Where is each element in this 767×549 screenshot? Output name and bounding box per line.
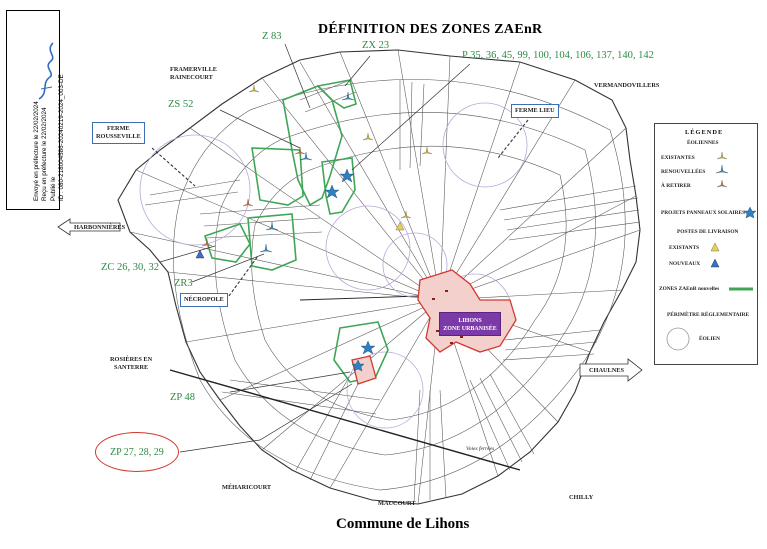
poste-new-icon: [195, 249, 205, 259]
turbine-removed-icon: [201, 238, 213, 247]
place-framerville: FRAMERVILLE RAINECOURT: [170, 66, 218, 81]
poste-existing-icon: [710, 242, 720, 252]
zone-p: [321, 157, 356, 215]
turbine-renewed-icon: [715, 164, 729, 174]
commune-boundary: [117, 49, 641, 505]
solar-project-icon: [360, 340, 376, 355]
legend-postes: POSTES DE LIVRAISON: [677, 229, 739, 235]
turbine-renewed-icon: [259, 243, 273, 253]
box-necropole: NÉCROPOLE: [180, 293, 228, 307]
solar-project-icon: [351, 359, 365, 372]
stamp-line-4: ID : 080-218004586-20240219-2024_003-DE: [58, 74, 66, 201]
zone-zc: [204, 223, 251, 263]
turbine-existing-icon: [716, 151, 728, 160]
map-title: DÉFINITION DES ZONES ZAEnR: [318, 22, 543, 37]
zone-label-z83: Z 83: [262, 31, 282, 42]
chaulnes-arrow: [579, 358, 643, 382]
prefecture-stamp: Envoyé en préfecture le 22/02/2024 Reçu …: [6, 10, 65, 210]
zone-z83: [282, 85, 343, 207]
place-maucourt: MAUCOURT: [378, 500, 416, 507]
turbine-removed-icon: [242, 198, 254, 207]
zone-label-zp48: ZP 48: [170, 392, 195, 403]
box-ferme-lieu: FERME LIEU: [511, 104, 559, 118]
place-vermandovillers: VERMANDOVILLERS: [594, 82, 660, 89]
zone-label-zr3: ZR3: [174, 278, 193, 289]
turbine-removed-icon: [716, 179, 728, 188]
map-footer: Commune de Lihons: [336, 516, 470, 532]
lihons-urban-label: LIHONS ZONE URBANISÉE: [439, 312, 501, 336]
turbine-existing-icon: [362, 132, 374, 141]
zone-label-zp-circled: ZP 27, 28, 29: [110, 447, 164, 458]
railway-label: Voies ferrées: [466, 446, 495, 452]
poste-existing-icon: [395, 221, 405, 231]
zone-zr3: [247, 213, 297, 271]
regulatory-perimeters: [139, 102, 528, 429]
legend-zones-zaenr: ZONES ZAEnR nouvelles: [659, 286, 720, 292]
zone-label-zc: ZC 26, 30, 32: [101, 262, 160, 273]
zp-highlight-circle: [95, 432, 179, 472]
label-chaulnes: CHAULNES: [589, 367, 624, 374]
map-symbols: [195, 84, 433, 372]
place-rosieres: ROSIÈRES EN SANTERRE: [110, 356, 153, 371]
zone-label-zx23: ZX 23: [362, 40, 390, 51]
box-ferme-rousseville: FERME ROUSSEVILLE: [92, 122, 145, 144]
turbine-existing-icon: [421, 146, 433, 155]
zone-zs52: [251, 147, 304, 206]
lihons-urban-text: LIHONS ZONE URBANISÉE: [443, 318, 497, 332]
map-legend: LÉGENDE ÉOLIENNES EXISTANTES RENOUVELLÉE…: [654, 123, 758, 365]
legend-eoliennes: ÉOLIENNES: [687, 140, 719, 146]
legend-a-retirer: À RETIRER: [661, 183, 691, 189]
leader-lines: [151, 43, 529, 453]
zaenr-zones: [204, 79, 389, 383]
turbine-renewed-icon: [299, 151, 313, 161]
solar-project-icon: [743, 206, 757, 219]
stamp-signature: [38, 42, 54, 100]
legend-eolien: ÉOLIEN: [699, 336, 720, 342]
perimeter-circle-icon: [666, 327, 690, 351]
harbonnieres-arrow: [57, 218, 121, 236]
zone-label-p: P 35, 36, 45, 99, 100, 104, 106, 137, 14…: [462, 50, 654, 61]
solar-project-icon: [324, 184, 340, 199]
label-harbonnieres: HARBONNIÈRES: [74, 224, 126, 231]
zone-label-zs52: ZS 52: [168, 99, 194, 110]
turbine-renewed-icon: [341, 91, 355, 101]
legend-postes-nouveaux: NOUVEAUX: [669, 261, 701, 267]
turbine-existing-icon: [400, 210, 412, 219]
turbine-existing-icon: [248, 84, 260, 93]
legend-existantes: EXISTANTES: [661, 155, 695, 161]
place-meharicourt: MÉHARICOURT: [222, 484, 272, 491]
solar-project-icon: [339, 168, 355, 183]
legend-postes-existants: EXISTANTS: [669, 245, 700, 251]
zone-zx23: [316, 79, 357, 109]
poste-new-icon: [710, 258, 720, 268]
legend-title: LÉGENDE: [685, 129, 724, 136]
legend-renouvelees: RENOUVELLÉES: [661, 169, 706, 175]
legend-perimetre: PÉRIMÈTRE RÉGLEMENTAIRE: [667, 312, 750, 318]
zaenr-line-swatch: [729, 287, 753, 291]
legend-projets-solaires: PROJETS PANNEAUX SOLAIRES: [661, 210, 746, 216]
place-chilly: CHILLY: [569, 494, 594, 501]
turbine-renewed-icon: [265, 221, 279, 231]
turbine-removed-icon: [294, 146, 306, 155]
